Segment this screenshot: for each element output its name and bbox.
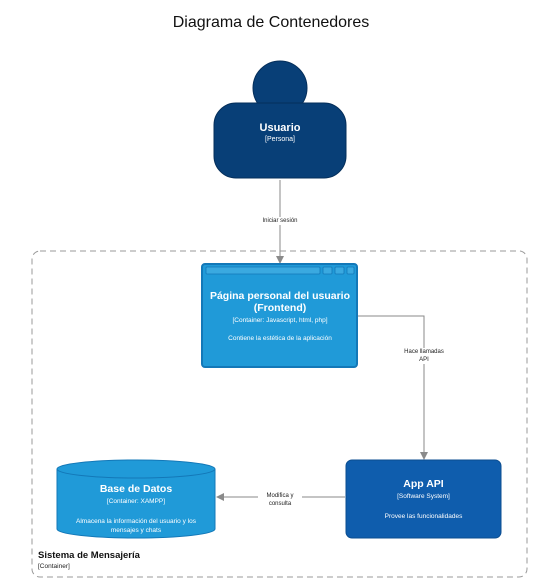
frontend-type: [Container: Javascript, html, php]: [232, 317, 328, 324]
api-container: [345, 459, 502, 539]
edge-label-modify: Modifica y consulta: [258, 492, 302, 508]
api-title: App API: [403, 478, 444, 490]
api-node: App API [Software System] Provee las fun…: [346, 478, 501, 521]
api-type: [Software System]: [397, 493, 450, 500]
database-title: Base de Datos: [99, 483, 173, 495]
edge-label-login: Iniciar sesión: [250, 217, 310, 225]
person-icon: [213, 60, 347, 179]
browser-window-icon: [205, 266, 355, 275]
frontend-container: [201, 263, 358, 368]
diagram-title: Diagrama de Contenedores: [172, 14, 370, 31]
database-description: Almacena la información del usuario y lo…: [76, 518, 196, 534]
person-type: [Persona]: [265, 136, 295, 143]
database-type: [Container: XAMPP]: [106, 498, 166, 505]
frontend-description: Contiene la estética de la aplicación: [228, 335, 332, 342]
database-cylinder-icon: [56, 459, 216, 539]
api-description: Provee las funcionalidades: [384, 513, 463, 520]
frontend-title: Página personal del usuario (Frontend): [209, 290, 351, 314]
database-node: Base de Datos [Container: XAMPP] Almacen…: [57, 483, 215, 535]
frontend-node: Página personal del usuario (Frontend) […: [205, 290, 355, 343]
person-node: Usuario [Persona]: [215, 122, 345, 143]
system-boundary: [31, 250, 528, 578]
boundary-type: [Container]: [38, 563, 70, 570]
person-name: Usuario: [259, 122, 301, 134]
edge-label-api-calls: Hace llamadas API: [399, 348, 449, 364]
boundary-name: Sistema de Mensajería: [38, 550, 140, 561]
edge-api-calls: [357, 315, 428, 460]
